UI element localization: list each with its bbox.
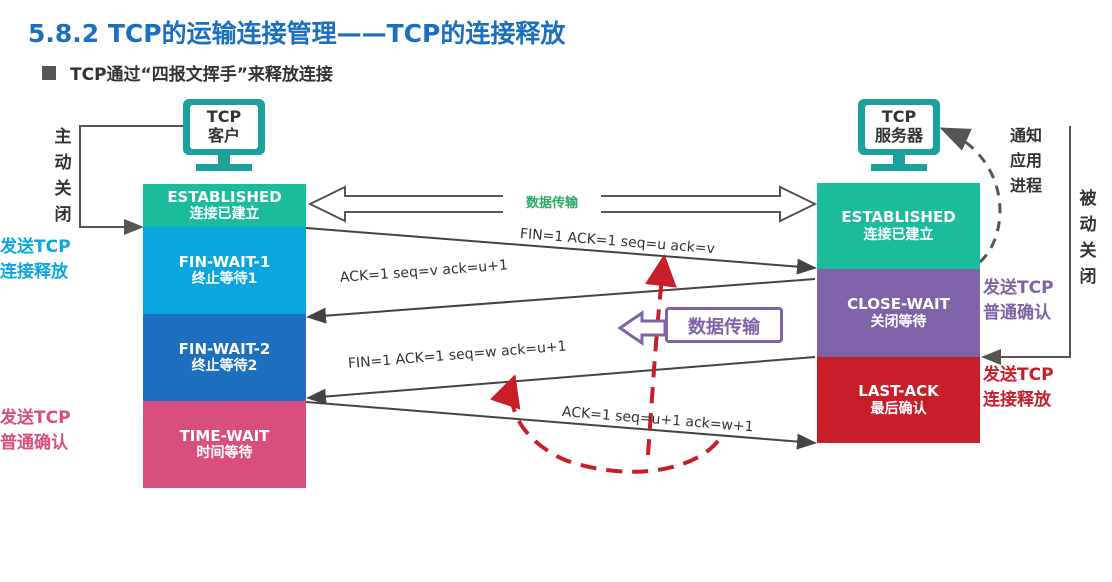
notify-line: 通知 (1010, 126, 1043, 145)
client-state-fin-wait-1: FIN-WAIT-1 终止等待1 (143, 227, 306, 314)
active-close-char: 动 (54, 153, 72, 173)
state-zh: 终止等待1 (191, 271, 258, 288)
notify-line: 应用 (1010, 151, 1043, 170)
client-computer-icon (183, 99, 265, 171)
notify-app-curve (939, 127, 1002, 264)
client-send-ack-note: 发送TCP 普通确认 (0, 408, 71, 453)
state-en: FIN-WAIT-2 (178, 339, 271, 358)
state-en: ESTABLISHED (167, 187, 282, 206)
state-zh: 连接已建立 (863, 226, 934, 243)
server-state-close-wait: CLOSE-WAIT 关闭等待 (817, 269, 980, 357)
server-label-line2: 服务器 (874, 126, 923, 145)
red-dashed-return (489, 374, 720, 474)
active-close-line (79, 125, 183, 235)
state-zh: 连接已建立 (189, 206, 260, 223)
arrow-fin2 (306, 356, 816, 405)
server-send-ack-note: 发送TCP 普通确认 (983, 278, 1054, 323)
client-label-line1: TCP (206, 107, 242, 126)
state-en: CLOSE-WAIT (847, 295, 950, 314)
subtitle: TCP通过“四报文挥手”来释放连接 (70, 65, 333, 85)
bullet-square-icon (42, 65, 56, 80)
active-close-label: 主 动 关 闭 (53, 124, 73, 228)
server-send-release-note: 发送TCP 连接释放 (983, 365, 1054, 410)
client-state-fin-wait-2: FIN-WAIT-2 终止等待2 (143, 314, 306, 401)
server-label-line1: TCP (881, 107, 917, 126)
client-label-line2: 客户 (207, 126, 240, 145)
data-transfer-label: 数据传输 (503, 193, 601, 215)
client-state-time-wait: TIME-WAIT 时间等待 (143, 401, 306, 488)
passive-close-label: 被 动 关 闭 (1078, 186, 1098, 290)
state-en: LAST-ACK (858, 382, 939, 401)
state-zh: 关闭等待 (870, 313, 927, 330)
passive-close-char: 动 (1079, 215, 1097, 235)
server-computer-icon (858, 99, 940, 171)
arrow-ack2 (305, 401, 817, 450)
client-send-release-note: 发送TCP 连接释放 (0, 237, 71, 282)
state-en: FIN-WAIT-1 (178, 252, 271, 271)
notify-app-label: 通知 应用 进程 (1010, 123, 1042, 198)
active-close-char: 主 (54, 127, 72, 147)
server-state-established: ESTABLISHED 连接已建立 (817, 183, 980, 269)
state-zh: 最后确认 (870, 400, 927, 417)
state-en: TIME-WAIT (179, 426, 270, 445)
server-label: TCP 服务器 (865, 107, 933, 145)
subtitle-row: TCP通过“四报文挥手”来释放连接 (42, 60, 333, 85)
red-dashed-up (645, 254, 677, 456)
notify-line: 进程 (1010, 176, 1043, 195)
client-label: TCP 客户 (190, 107, 258, 145)
data-transfer-box: 数据传输 (665, 307, 783, 343)
passive-close-char: 被 (1079, 189, 1097, 209)
active-close-char: 闭 (54, 205, 72, 225)
passive-close-char: 关 (1079, 241, 1097, 261)
passive-close-line (981, 126, 1071, 365)
server-state-last-ack: LAST-ACK 最后确认 (817, 357, 980, 443)
page-title: 5.8.2 TCP的运输连接管理——TCP的连接释放 (28, 19, 566, 48)
client-state-established: ESTABLISHED 连接已建立 (143, 184, 306, 227)
arrow-fin1 (305, 227, 817, 275)
active-close-char: 关 (54, 179, 72, 199)
passive-close-char: 闭 (1079, 267, 1097, 287)
state-zh: 时间等待 (196, 445, 253, 462)
state-en: ESTABLISHED (841, 208, 956, 227)
arrow-ack1 (306, 278, 816, 324)
state-zh: 终止等待2 (191, 358, 258, 375)
